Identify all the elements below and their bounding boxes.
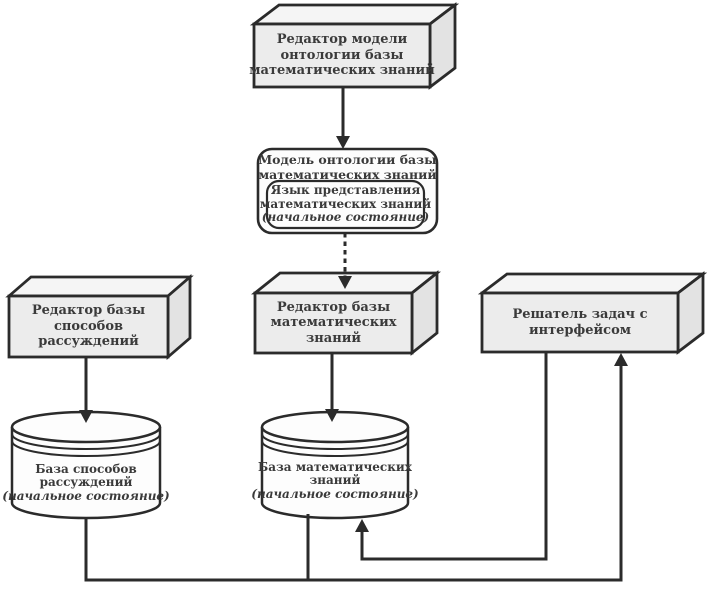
solver-box (477, 271, 708, 355)
arrowhead-up (355, 519, 369, 532)
math-kb-editor-box (251, 270, 441, 356)
ontology-editor-box (249, 2, 460, 90)
reasoning-db-cylinder-ring (11, 433, 161, 450)
math-db-label: База математических знаний (начальное со… (251, 455, 418, 507)
reasoning-editor-box-front-face (7, 294, 170, 359)
label-line: интерфейсом (528, 322, 632, 338)
label-line: онтологии базы (280, 47, 404, 63)
math-kb-editor-label: Редактор базы математических знаний (255, 293, 412, 353)
representation-language-rounded-rect (265, 179, 426, 230)
label-line: математических знаний (249, 63, 435, 79)
label-line: Редактор модели (276, 32, 408, 48)
label-line: Решатель задач с (512, 306, 648, 322)
math-db-cylinder (260, 410, 410, 520)
label-line: рассуждений (39, 475, 133, 490)
reasoning-editor-box (5, 273, 194, 361)
reasoning-editor-box-top-face (5, 275, 194, 298)
arrowhead-down (325, 409, 339, 422)
label-line: Модель онтологии базы (258, 152, 437, 167)
reasoning-editor-label: Редактор базы способов рассуждений (9, 296, 168, 357)
route-dbs-to-solver (84, 366, 623, 582)
label-line: математических знаний (259, 196, 432, 211)
math-db-cylinder-top (260, 410, 410, 444)
arrowhead-down (338, 276, 352, 289)
arrowhead-down (336, 136, 350, 149)
reasoning-db-cylinder-ring (11, 440, 161, 457)
math-db-cylinder-ring (261, 433, 409, 450)
ontology-editor-box-front-face (252, 22, 432, 89)
label-line: математических знаний (258, 166, 437, 182)
ontology-editor-label: Редактор модели онтологии базы математич… (249, 24, 435, 87)
label-line-initial-state: (начальное состояние) (2, 488, 170, 503)
math-db-cylinder-ring (261, 440, 409, 457)
label-line: знаний (309, 473, 361, 488)
label-line: Редактор базы (276, 299, 391, 315)
arrowhead-down (79, 410, 93, 423)
label-line: способов (53, 318, 124, 334)
label-line: рассуждений (38, 334, 139, 350)
label-line: Язык представления (270, 183, 421, 198)
representation-language-label: Язык представления математических знаний… (260, 181, 431, 228)
math-db-cylinder-body (260, 427, 410, 520)
solver-box-front-face (480, 291, 680, 354)
solver-box-top-face (477, 272, 708, 295)
label-line: математических (270, 315, 397, 331)
label-line-initial-state: (начальное состояние) (251, 486, 419, 501)
label-line-initial-state: (начальное состояние) (261, 210, 430, 225)
label-line: База способов (35, 461, 137, 476)
reasoning-db-label: База способов рассуждений (начальное сос… (2, 457, 169, 509)
solver-label: Решатель задач с интерфейсом (482, 293, 678, 352)
ontology-model-label: Модель онтологии базы математических зна… (258, 149, 437, 187)
label-line: Редактор базы (31, 303, 146, 319)
label-line: знаний (305, 330, 362, 346)
ontology-editor-box-top-face (249, 3, 460, 26)
label-line: База математических (258, 459, 412, 474)
arrowhead-up (614, 353, 628, 366)
route-solver-to-math-db (360, 353, 548, 561)
